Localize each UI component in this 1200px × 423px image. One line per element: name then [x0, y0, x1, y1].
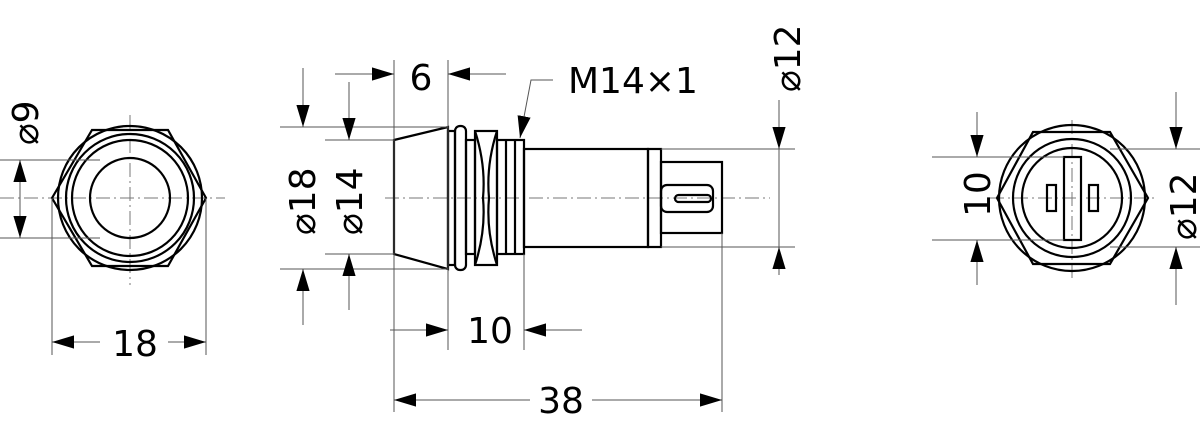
rear-body-dia-label: ⌀12 [1164, 173, 1200, 240]
lens-hole [88, 156, 172, 240]
terminal-span-label: 10 [958, 171, 999, 217]
hex-nut-outline [995, 130, 1150, 266]
front-width-label: 18 [112, 324, 158, 365]
thread-label: M14×1 [568, 61, 698, 102]
left-terminal [1045, 183, 1058, 213]
thread [495, 138, 526, 256]
thread-length-label: 10 [467, 311, 513, 352]
overall-length-label: 38 [538, 381, 584, 422]
rear-view: 10 ⌀12 [932, 92, 1200, 305]
side-view: ⌀18 ⌀14 6 M14×1 ⌀12 10 38 [280, 25, 809, 422]
body-dia-label: ⌀12 [768, 25, 809, 92]
bezel-dia-label: ⌀18 [283, 168, 324, 235]
front-view: ⌀9 18 [0, 100, 225, 365]
bezel-length-label: 6 [410, 58, 433, 99]
right-terminal [1087, 183, 1100, 213]
body-front-dia-label: ⌀14 [330, 168, 371, 235]
hole-dia-label: ⌀9 [6, 100, 47, 145]
center-terminal [1062, 155, 1083, 242]
terminal-tab [659, 183, 715, 214]
